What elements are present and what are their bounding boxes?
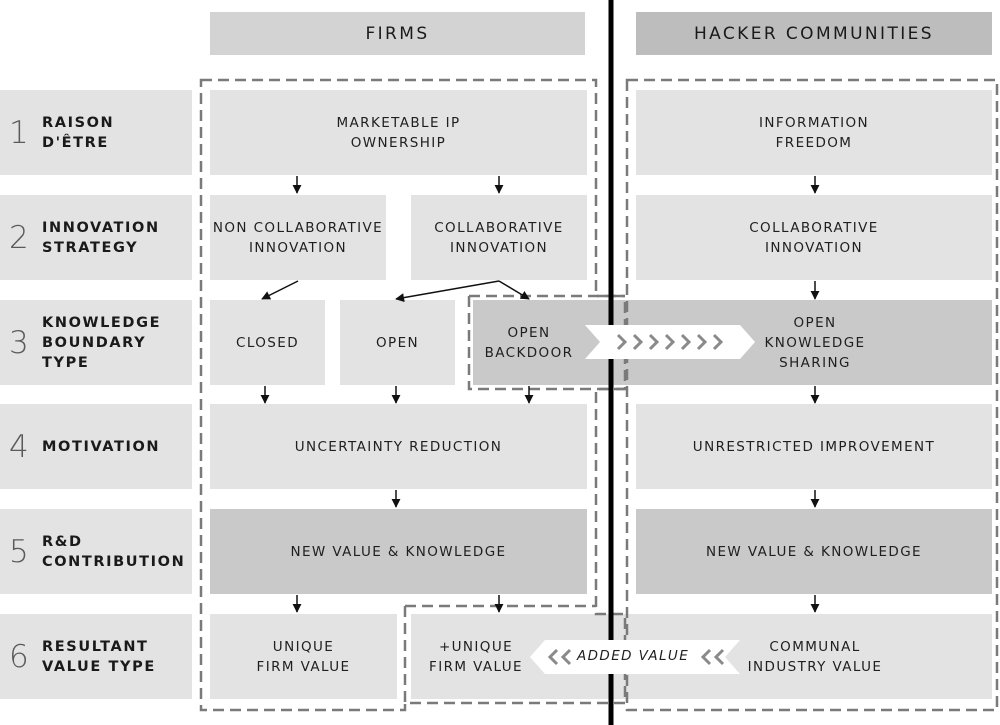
row-label-text: INNOVATION STRATEGY (42, 219, 160, 256)
row-label-text: RESULTANT VALUE TYPE (42, 638, 156, 675)
hackers-communal-value-label: COMMUNAL INDUSTRY VALUE (747, 638, 883, 675)
added-value-chevrons (547, 648, 725, 666)
hackers-motivation-box: UNRESTRICTED IMPROVEMENT (636, 404, 992, 489)
hackers-open-sharing-label: OPEN KNOWLEDGE SHARING (764, 314, 866, 371)
row-label-5: 5 R&D CONTRIBUTION (0, 509, 192, 594)
row-label-2: 2 INNOVATION STRATEGY (0, 195, 192, 280)
firms-open-backdoor-label: OPEN BACKDOOR (484, 324, 574, 361)
row-label-text: MOTIVATION (42, 438, 161, 455)
header-hacker-communities: HACKER COMMUNITIES (636, 12, 992, 55)
arrow-collab-to-backdoor (498, 280, 530, 300)
row-number: 3 (9, 324, 29, 361)
firms-dashed-outline (199, 78, 627, 712)
row-label-text: R&D CONTRIBUTION (42, 533, 186, 570)
row-number: 2 (9, 219, 29, 256)
firms-rnd-box: NEW VALUE & KNOWLEDGE (210, 509, 587, 594)
row-label-3: 3 KNOWLEDGE BOUNDARY TYPE (0, 300, 192, 385)
added-value-label: ADDED VALUE (577, 648, 690, 664)
hackers-rnd-box: NEW VALUE & KNOWLEDGE (636, 509, 992, 594)
row-label-4: 4 MOTIVATION (0, 404, 192, 489)
knowledge-flow-chevrons (616, 333, 724, 351)
firms-closed-box: CLOSED (210, 300, 325, 385)
hackers-raison-box: INFORMATION FREEDOM (636, 90, 992, 175)
row-label-text: RAISON D'ÊTRE (42, 114, 115, 151)
firms-raison-box: MARKETABLE IP OWNERSHIP (210, 90, 587, 175)
firms-motivation-box: UNCERTAINTY REDUCTION (210, 404, 587, 489)
row-number: 4 (9, 428, 29, 465)
firms-non-collaborative-box: NON COLLABORATIVE INNOVATION (210, 195, 386, 280)
knowledge-flow-arrow (585, 325, 755, 359)
hackers-collaborative-box: COLLABORATIVE INNOVATION (636, 195, 992, 280)
row-label-6: 6 RESULTANT VALUE TYPE (0, 614, 192, 699)
arrow-noncollab-to-closed (261, 280, 299, 300)
row-label-1: 1 RAISON D'ÊTRE (0, 90, 192, 175)
row-label-text: KNOWLEDGE BOUNDARY TYPE (42, 314, 162, 371)
header-firms: FIRMS (210, 12, 585, 55)
row-number: 6 (9, 638, 29, 675)
knowledge-bridge-dashed-outline (467, 294, 625, 391)
firms-collaborative-box: COLLABORATIVE INNOVATION (411, 195, 587, 280)
firms-open-box: OPEN (340, 300, 455, 385)
row-number: 5 (9, 533, 29, 570)
hackers-dashed-outline (625, 78, 999, 712)
firms-plus-unique-value-label: +UNIQUE FIRM VALUE (429, 638, 523, 675)
row-number: 1 (9, 114, 29, 151)
added-value-arrow (530, 640, 740, 674)
arrow-collab-to-open (395, 280, 500, 303)
firms-unique-value-box: UNIQUE FIRM VALUE (210, 614, 397, 699)
